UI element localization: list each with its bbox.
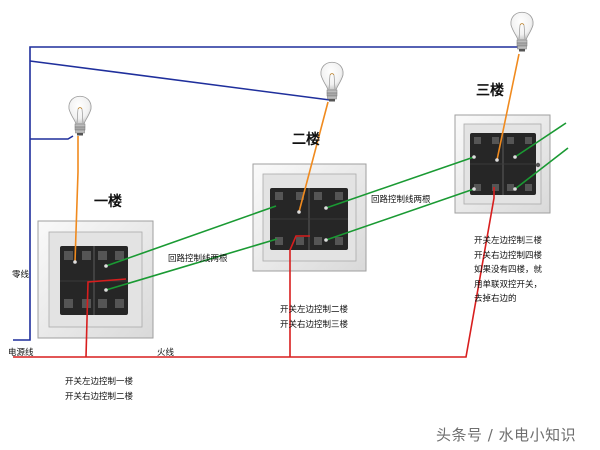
live-wire-label: 火线 <box>157 348 175 358</box>
control-2f-3f-lower <box>325 188 475 241</box>
note-3f-line-4: 用单联双控开关， <box>474 279 543 290</box>
control-1f-2f-upper <box>105 205 277 267</box>
lamp-wires <box>74 53 520 263</box>
note-3f-line-1: 开关左边控制三楼 <box>474 236 543 246</box>
power-wire-label: 电源线 <box>8 348 34 358</box>
note-2f-line-2: 开关右边控制三楼 <box>280 319 349 330</box>
note-1f: 开关左边控制一楼 开关右边控制二楼 <box>65 375 133 404</box>
note-2f-line-1: 开关左边控制二楼 <box>280 305 349 315</box>
note-1f-line-2: 开关右边控制二楼 <box>65 391 134 402</box>
live-main <box>13 187 495 358</box>
note-3f-line-2: 开关右边控制四楼 <box>474 250 543 261</box>
note-2f: 开关左边控制二楼 开关右边控制三楼 <box>280 303 348 332</box>
switch-2f <box>252 163 367 272</box>
lamp-wire-3f <box>496 53 520 161</box>
live-wires <box>13 187 495 358</box>
note-3f-line-3: 如果没有四楼，就 <box>474 265 543 275</box>
control-2f-3f-upper <box>325 156 475 209</box>
note-3f-line-5: 去掉右边的 <box>474 294 517 304</box>
control-3f-out-upper <box>514 122 567 158</box>
note-1f-line-1: 开关左边控制一楼 <box>65 377 134 387</box>
control-1f-2f-lower <box>105 238 278 291</box>
control-3f-out-lower <box>514 147 569 190</box>
bulb-icon-2f <box>320 61 344 102</box>
bulb-icon-3f <box>510 11 534 52</box>
switch-3f <box>454 114 551 214</box>
lamp-wire-1f <box>74 136 79 263</box>
note-3f: 开关左边控制三楼 开关右边控制四楼 如果没有四楼，就 用单联双控开关， 去掉右边… <box>474 234 542 307</box>
neutral-to-bulb-2f <box>29 60 331 101</box>
control-wires <box>105 122 569 291</box>
terminal-dots <box>73 155 517 292</box>
floor-label-3f: 三楼 <box>476 83 504 99</box>
live-to-switch-1f <box>85 278 127 358</box>
neutral-to-bulb-1f <box>30 135 74 140</box>
watermark: 头条号 / 水电小知识 <box>436 426 577 444</box>
neutral-wire-label: 零线 <box>12 270 30 280</box>
switch-3f-screw <box>535 162 541 168</box>
loop-label-1f-2f: 回路控制线两根 <box>168 254 228 264</box>
bulb-icon-1f <box>68 95 92 136</box>
live-to-switch-2f <box>289 235 310 357</box>
lamp-wire-2f <box>298 101 329 213</box>
switch-1f <box>37 220 154 339</box>
loop-label-2f-3f: 回路控制线两根 <box>371 195 431 205</box>
floor-label-2f: 二楼 <box>292 132 320 148</box>
floor-label-1f: 一楼 <box>94 194 122 210</box>
